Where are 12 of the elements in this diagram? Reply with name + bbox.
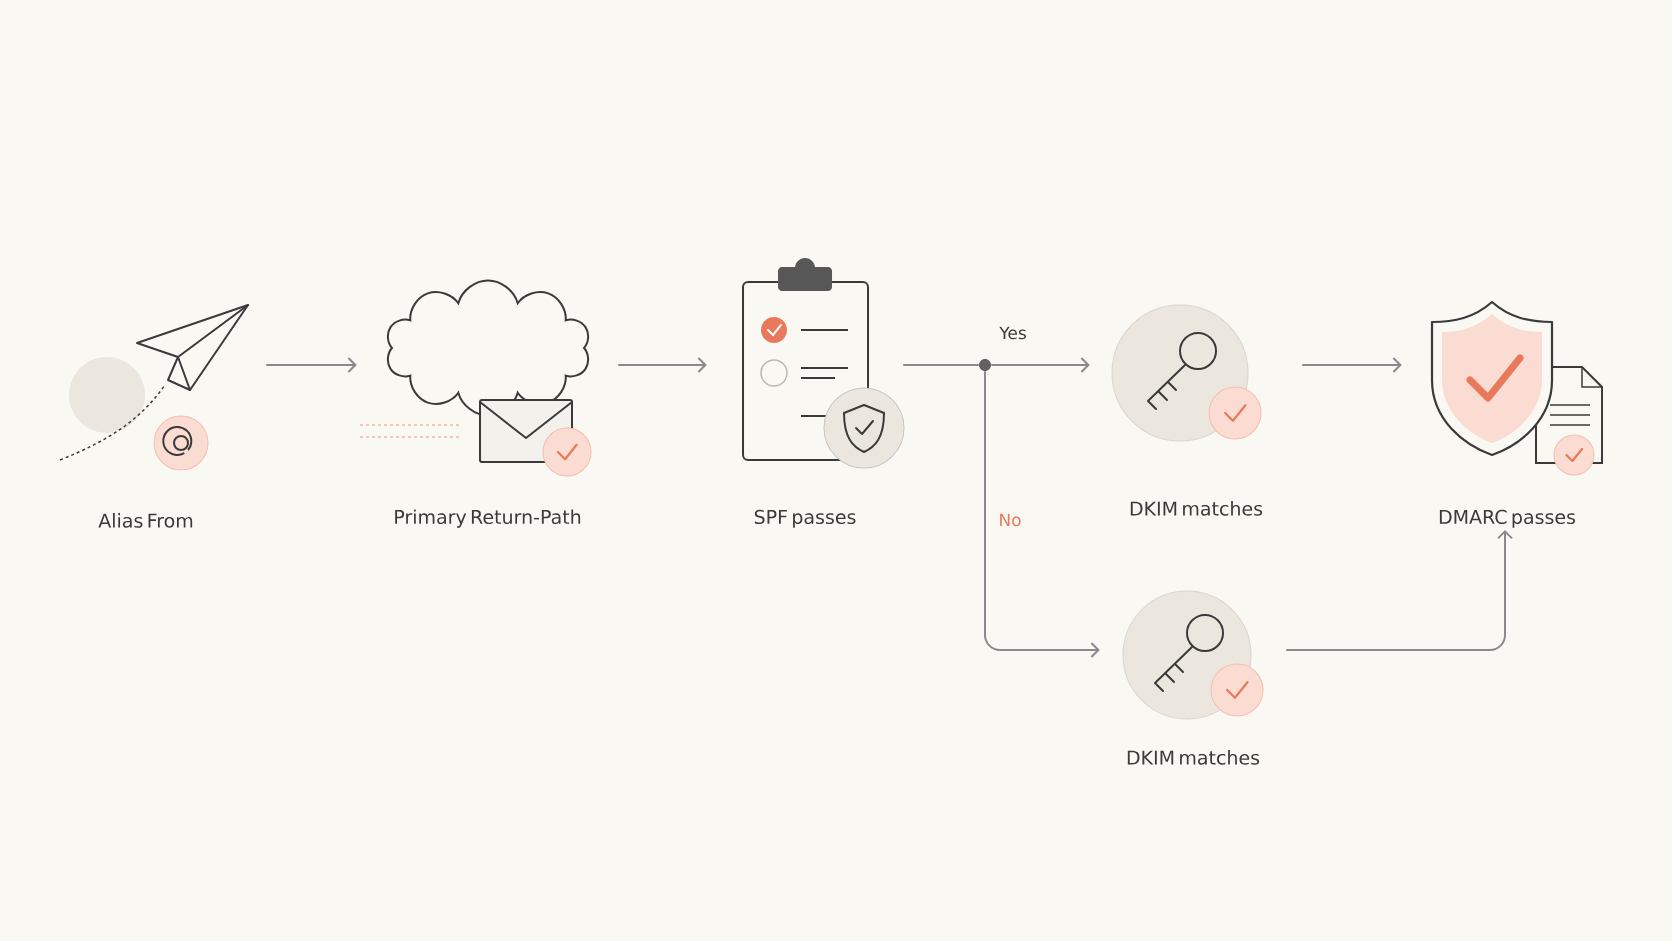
arrow	[990, 357, 1090, 373]
step-label: DKIM matches	[1130, 501, 1263, 516]
arrow	[1301, 357, 1402, 373]
arrow	[265, 357, 357, 373]
arrow	[1285, 530, 1513, 651]
step-label: Alias From	[98, 513, 193, 528]
step-label: DKIM matches	[1127, 750, 1260, 765]
step-label: DMARC passes	[1439, 509, 1576, 528]
step-label: SPF passes	[754, 509, 856, 528]
step-label: Primary Return-Path	[395, 509, 581, 528]
arrow	[984, 370, 1100, 658]
arrow	[617, 357, 707, 373]
